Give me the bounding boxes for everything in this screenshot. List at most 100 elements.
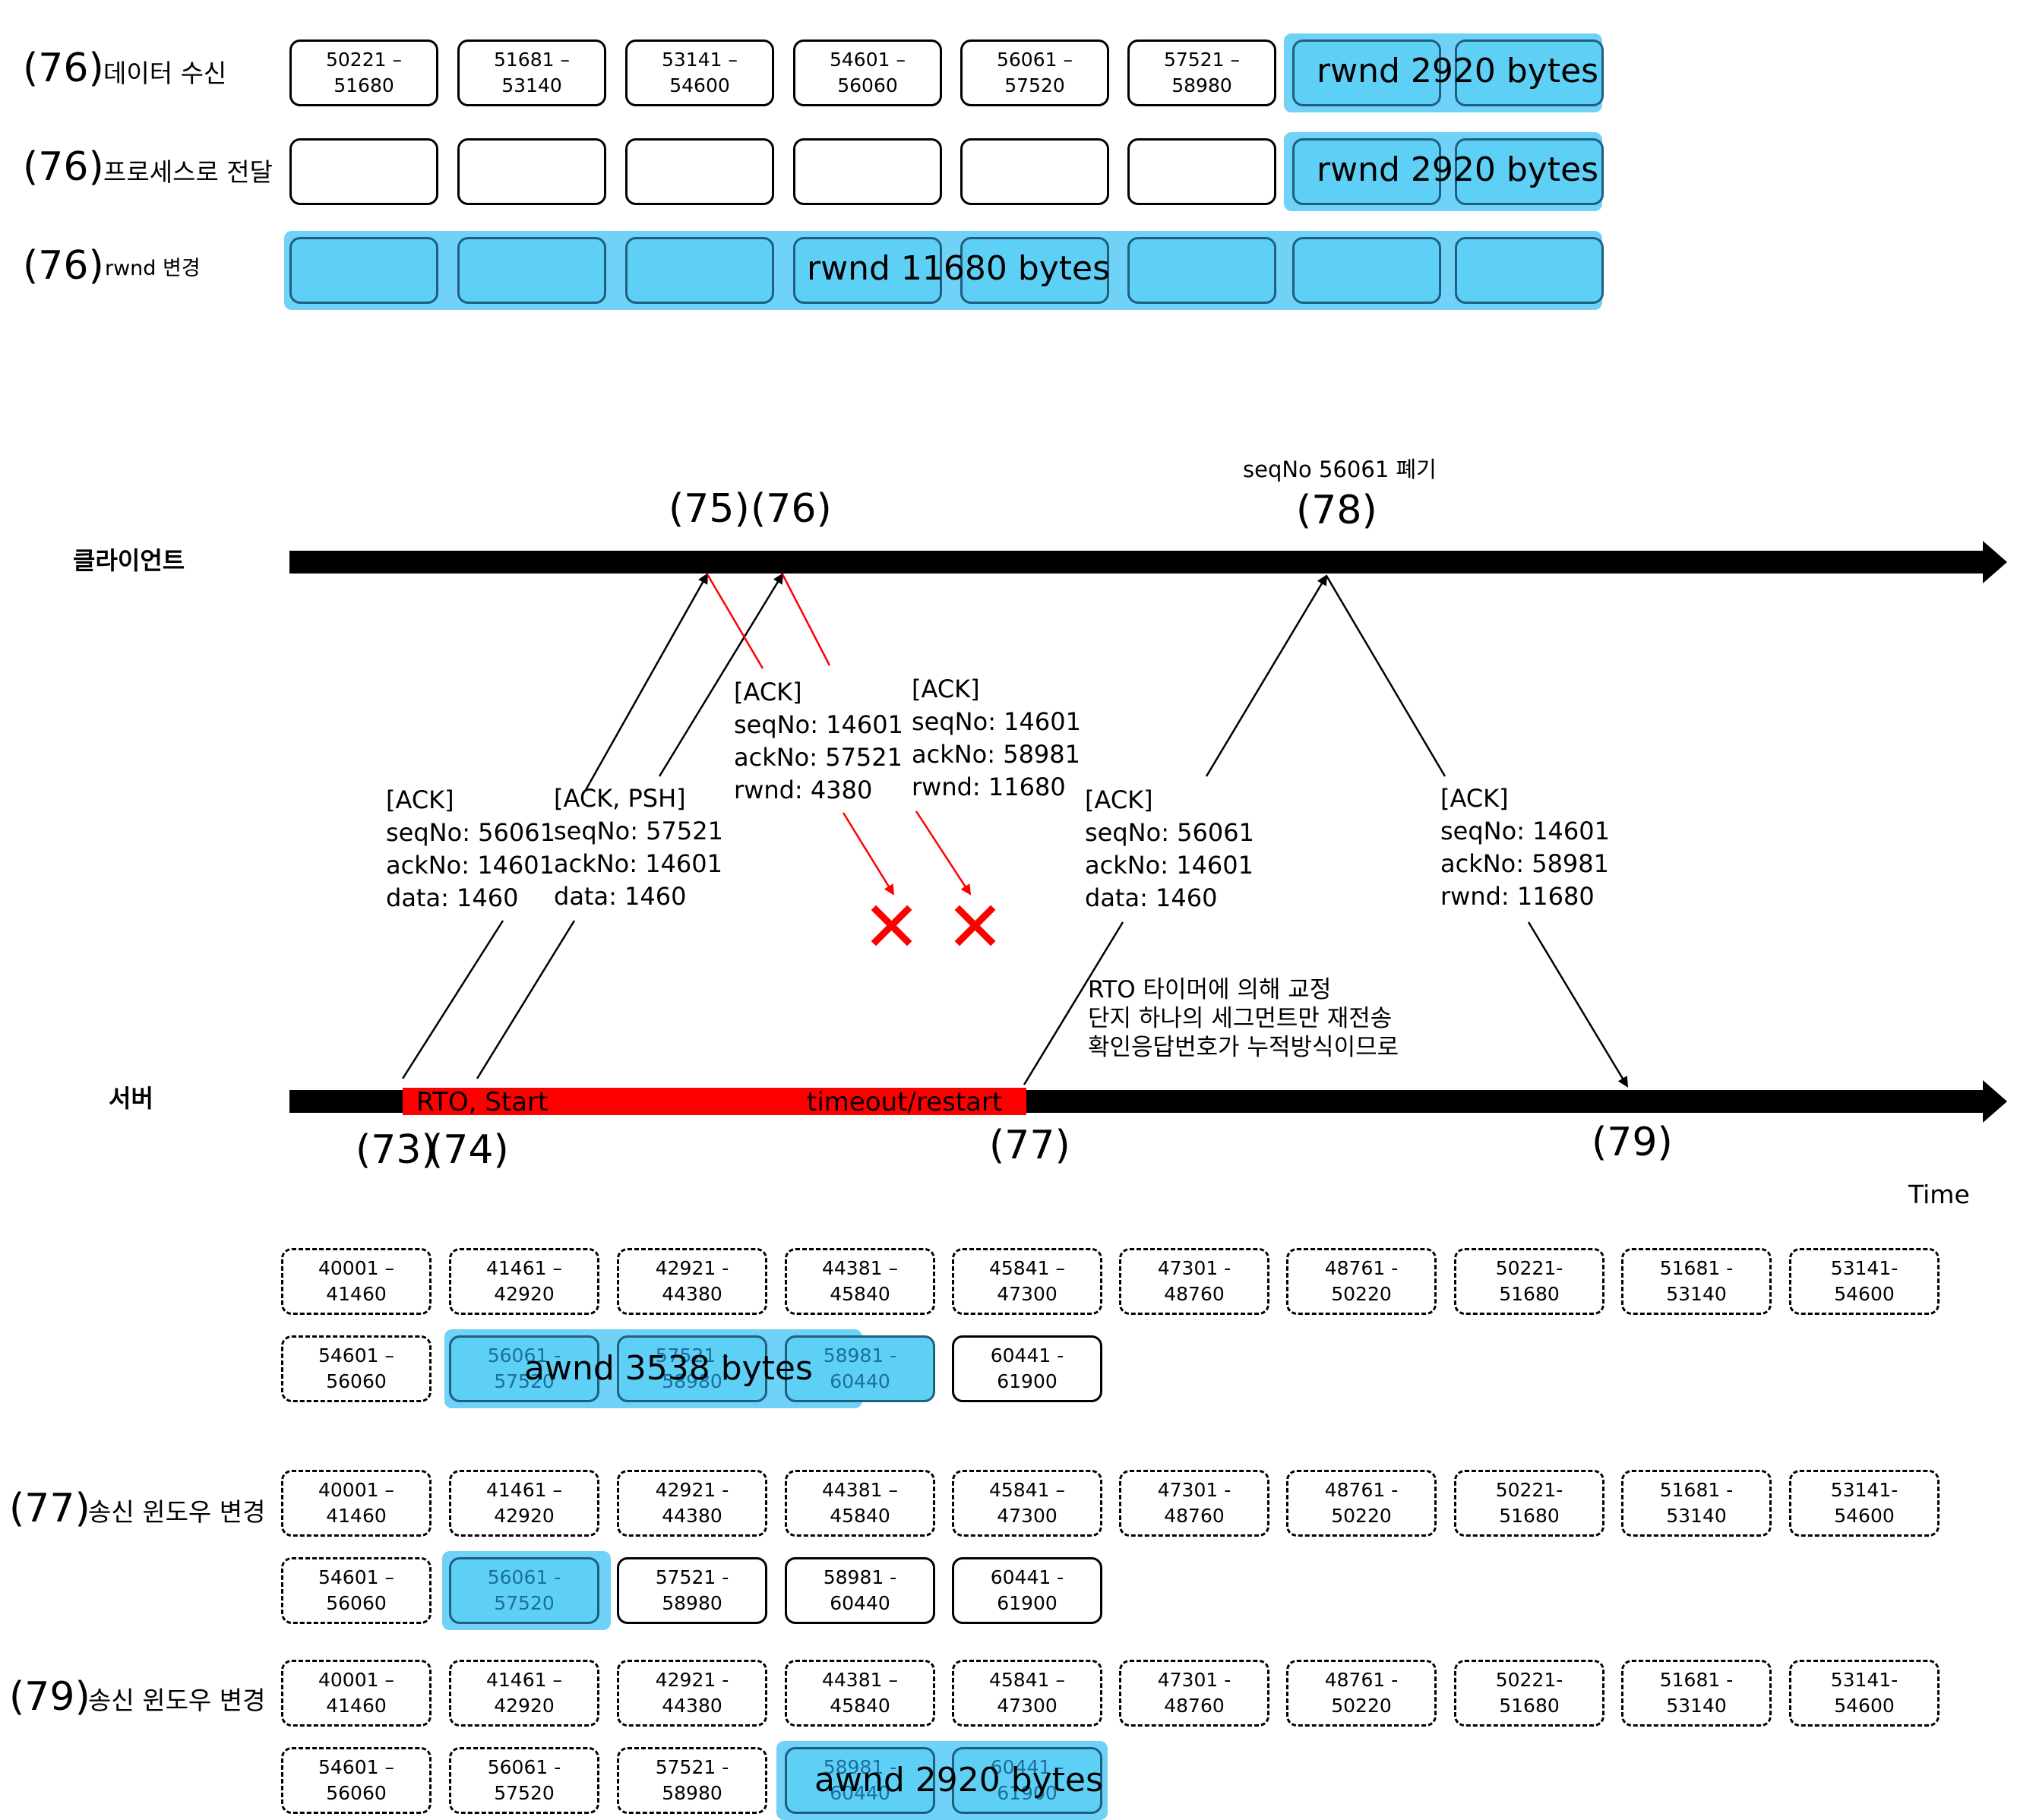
seq-start: 53141- <box>1830 1479 1898 1502</box>
segment-arrow-74 <box>658 573 784 777</box>
segment-box: 45841 –47300 <box>952 1470 1102 1537</box>
segment-box <box>625 237 774 304</box>
seq-end: 44380 <box>662 1283 722 1305</box>
seq-end: 57520 <box>494 1592 555 1614</box>
segment-line-74 <box>476 920 576 1079</box>
server-step: (73) <box>356 1127 437 1173</box>
seq-start: 56061 - <box>487 1566 561 1589</box>
seq-start: 48761 - <box>1324 1257 1399 1280</box>
seq-start: 51681 - <box>1659 1479 1734 1502</box>
seq-end: 47300 <box>997 1695 1058 1717</box>
segment-box: 42921 - 44380 <box>617 1248 767 1315</box>
row-label: 데이터 수신 <box>103 58 227 88</box>
segment-box: 40001 –41460 <box>281 1660 432 1727</box>
segment-line: [ACK] <box>386 785 454 814</box>
seq-end: 53140 <box>1666 1283 1727 1305</box>
seq-start: 42921 - <box>655 1257 729 1280</box>
seq-start: 54601 – <box>318 1756 394 1779</box>
lost-mark: ✕ <box>946 886 1005 968</box>
seq-start: 47301 - <box>1157 1479 1231 1502</box>
client-step: (75) <box>669 486 750 532</box>
seq-start: 48761 - <box>1324 1669 1399 1692</box>
seq-start: 41461 – <box>486 1479 562 1502</box>
seq-start: 60441 - <box>990 1344 1064 1367</box>
segment-box: 45841 – 47300 <box>952 1660 1102 1727</box>
seq-end: 48760 <box>1164 1505 1225 1527</box>
seq-end: 61900 <box>997 1782 1058 1804</box>
seq-end: 53140 <box>1666 1505 1727 1527</box>
window-label: awnd 2920 bytes <box>814 1761 1103 1799</box>
seq-start: 54601 – <box>830 49 906 71</box>
seq-start: 56061 - <box>487 1756 561 1779</box>
retrans-note-line: 확인응답번호가 누적방식이므로 <box>1088 1034 1399 1061</box>
seq-end: 60440 <box>830 1782 890 1804</box>
seq-start: 58981 - <box>823 1344 897 1367</box>
server-step: (77) <box>989 1123 1070 1168</box>
segment-box <box>457 237 606 304</box>
segment-box: 50221-51680 <box>1454 1660 1604 1727</box>
seq-end: 58980 <box>1171 74 1232 96</box>
seq-end: 58980 <box>662 1782 722 1804</box>
seq-start: 60441 - <box>990 1756 1064 1779</box>
segment-box: 44381 –45840 <box>785 1660 935 1727</box>
seq-start: 57521 – <box>1164 49 1240 71</box>
segment-box: 57521 -58980 <box>617 1747 767 1814</box>
segment-box: 41461 –42920 <box>449 1470 599 1537</box>
seq-start: 51681 - <box>1659 1257 1734 1280</box>
seq-end: 54600 <box>1834 1283 1895 1305</box>
seq-end: 57520 <box>494 1370 555 1392</box>
seq-start: 51681 - <box>1659 1669 1734 1692</box>
segment-line: seqNo: 14601 <box>734 710 903 739</box>
segment-line: seqNo: 56061 <box>1085 818 1254 847</box>
seq-start: 54601 – <box>318 1566 394 1589</box>
seq-end: 53140 <box>501 74 562 96</box>
seq-start: 50221- <box>1495 1257 1563 1280</box>
window-label: rwnd 2920 bytes <box>1317 150 1599 189</box>
window-label: awnd 3538 bytes <box>524 1349 813 1388</box>
segment-box: 50221 –51680 <box>289 39 438 106</box>
step-label: (76) <box>23 46 104 91</box>
seq-start: 45841 – <box>989 1669 1065 1692</box>
seq-end: 54600 <box>1834 1505 1895 1527</box>
client-step: (76) <box>751 486 832 532</box>
seq-start: 53141- <box>1830 1669 1898 1692</box>
seq-end: 47300 <box>997 1283 1058 1305</box>
seq-end: 51680 <box>1499 1505 1560 1527</box>
seq-start: 48761 - <box>1324 1479 1399 1502</box>
segment-line: ackNo: 58981 <box>1440 849 1609 878</box>
segment-box: 50221- 51680 <box>1454 1470 1604 1537</box>
segment-box: 42921 -44380 <box>617 1660 767 1727</box>
seq-end: 48760 <box>1164 1695 1225 1717</box>
segment-box: 57521 -58980 <box>617 1557 767 1624</box>
seq-end: 42920 <box>494 1695 555 1717</box>
row-label: rwnd 변경 <box>105 257 201 280</box>
segment-box <box>1292 39 1441 106</box>
segment-box: 47301 - 48760 <box>1119 1470 1269 1537</box>
segment-box: 58981 -60440 <box>785 1335 935 1402</box>
seq-start: 50221- <box>1495 1669 1563 1692</box>
segment-box: 47301 -48760 <box>1119 1660 1269 1727</box>
step-label: (77) <box>9 1486 90 1531</box>
seq-start: 40001 – <box>318 1669 394 1692</box>
segment-box: 53141- 54600 <box>1789 1248 1940 1315</box>
server-step: (79) <box>1592 1120 1673 1165</box>
step-label: (76) <box>23 243 104 289</box>
segment-box: 57521 – 58980 <box>1127 39 1276 106</box>
seq-start: 51681 – <box>494 49 570 71</box>
segment-box: 42921 -44380 <box>617 1470 767 1537</box>
seq-end: 57520 <box>1004 74 1065 96</box>
seq-start: 53141- <box>1830 1257 1898 1280</box>
segment-box: 47301 -48760 <box>1119 1248 1269 1315</box>
segment-box <box>1292 138 1441 205</box>
group-label: 송신 윈도우 변경 <box>88 1497 266 1527</box>
segment-box: 60441 -61900 <box>952 1557 1102 1624</box>
seq-start: 50221- <box>1495 1479 1563 1502</box>
seq-start: 44381 – <box>822 1479 898 1502</box>
segment-box: 58981 -60440 <box>785 1747 935 1814</box>
rto-timer-bar <box>403 1088 1026 1115</box>
